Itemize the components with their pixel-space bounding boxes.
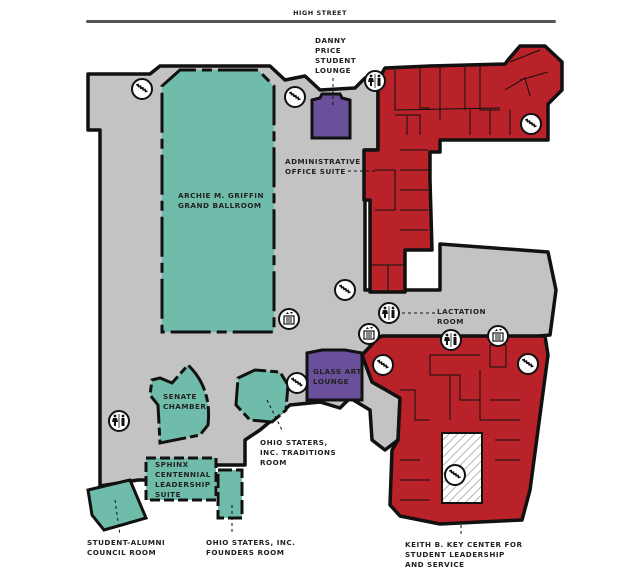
stairs-icon [520,113,542,135]
label-founders-room: OHIO STATERS, INC. FOUNDERS ROOM [206,538,296,557]
restroom-icon [364,70,386,92]
stairs-icon [444,464,466,486]
label-admin-office-suite: ADMINISTRATIVE OFFICE SUITE [285,157,361,176]
room-founders[interactable] [216,468,244,520]
label-danny-price-lounge: DANNY PRICE STUDENT LOUNGE [315,36,357,75]
leader-lines [114,78,462,536]
elevator-icon [487,325,509,347]
restroom-icon [108,410,130,432]
label-lactation-room: LACTATION ROOM [437,307,486,326]
room-admin-office-suite[interactable] [362,44,564,294]
label-senate-chamber: SENATE CHAMBER [163,392,207,411]
room-senate-chamber[interactable] [148,362,211,445]
label-student-alumni-council: STUDENT-ALUMNI COUNCIL ROOM [87,538,166,557]
label-sphinx-suite: SPHINX CENTENNIAL LEADERSHIP SUITE [155,460,211,499]
street-label: HIGH STREET [293,9,347,17]
room-sphinx-suite[interactable] [144,456,218,502]
label-traditions-room: OHIO STATERS, INC. TRADITIONS ROOM [260,438,337,467]
label-glass-art-lounge: GLASS ART LOUNGE [313,367,362,386]
label-key-center: KEITH B. KEY CENTER FOR STUDENT LEADERSH… [405,540,523,569]
stairs-icon [517,353,539,375]
elevator-icon [358,323,380,345]
room-traditions[interactable] [234,368,290,424]
stairs-icon [286,372,308,394]
label-grand-ballroom: ARCHIE M. GRIFFIN GRAND BALLROOM [178,191,264,210]
stairs-icon [131,78,153,100]
room-student-alumni-council[interactable] [86,478,149,532]
stairs-icon [334,279,356,301]
elevator-icon [278,308,300,330]
street-line [86,20,556,23]
stairs-icon [372,354,394,376]
stairs-icon [284,86,306,108]
room-grand-ballroom[interactable] [160,68,276,334]
restroom-icon [440,329,462,351]
room-danny-price-lounge[interactable] [310,92,352,140]
restroom-icon [378,302,400,324]
